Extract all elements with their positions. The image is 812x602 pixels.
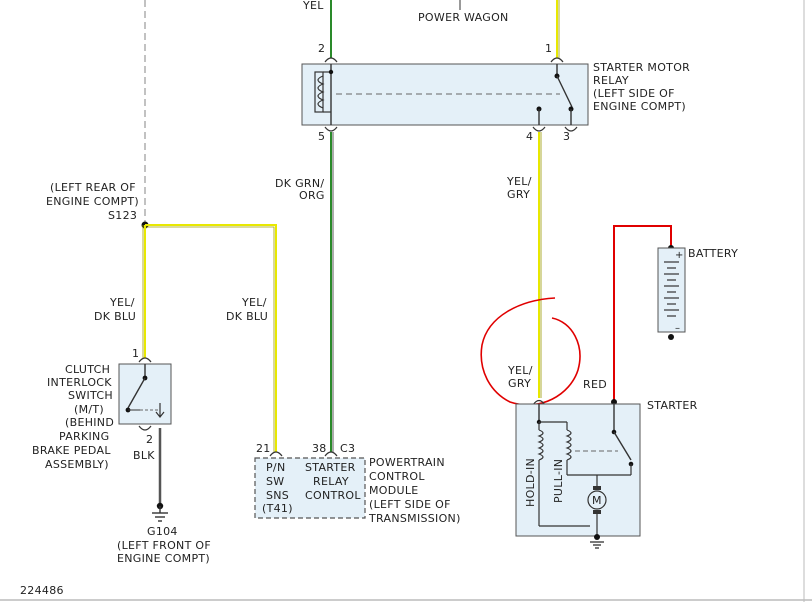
clutch-label-8: ASSEMBLY) — [45, 458, 109, 471]
starter-motor-icon — [587, 475, 607, 536]
relay-pin-1: 1 — [545, 42, 552, 55]
splice-location-1: (LEFT REAR OF — [50, 181, 136, 194]
relay-pin-3: 3 — [563, 130, 570, 143]
wire-yel-dk-blu-to-pcm-edge — [145, 226, 275, 452]
pcm-label-2: CONTROL — [369, 470, 425, 483]
clutch-connector-2 — [138, 425, 152, 431]
wire-blk-label: BLK — [133, 449, 155, 462]
pcm-right-2: RELAY — [313, 475, 349, 488]
figure-id: 224486 — [20, 584, 64, 597]
pcm-right-3: CONTROL — [305, 489, 361, 502]
clutch-label-3: SWITCH — [68, 389, 113, 402]
yel-gry-upper-1: YEL/ — [506, 175, 532, 188]
relay-label-3: (LEFT SIDE OF — [593, 87, 675, 100]
relay-label-1: STARTER MOTOR — [593, 61, 690, 74]
pcm-left-4: (T41) — [262, 502, 293, 515]
pcm-left-2: SW — [266, 475, 284, 488]
clutch-label-1: CLUTCH — [65, 363, 110, 376]
pcm-label-5: TRANSMISSION) — [368, 512, 461, 525]
battery-negative-terminal — [668, 334, 674, 340]
battery-cells-icon — [664, 261, 679, 317]
relay-pin-4: 4 — [526, 130, 533, 143]
wire-red-label: RED — [583, 378, 607, 391]
starter-motor-relay-box — [301, 63, 589, 126]
pcm-connector-38 — [324, 451, 338, 457]
yel-dk-blu-mid-1: YEL/ — [241, 296, 267, 309]
ground-id: G104 — [147, 525, 178, 538]
clutch-label-7: BRAKE PEDAL — [32, 444, 111, 457]
relay-connector-5 — [324, 126, 338, 132]
starter-solenoid-icon — [536, 404, 618, 527]
yel-gry-upper-2: GRY — [507, 188, 530, 201]
pcm-connector-21 — [269, 451, 283, 457]
relay-pin-2: 2 — [318, 42, 325, 55]
dk-grn-org-label-1: DK GRN/ — [275, 177, 324, 190]
clutch-label-2: INTERLOCK — [47, 376, 112, 389]
clutch-label-4: (M/T) — [74, 403, 104, 416]
power-wagon-label: POWER WAGON — [418, 11, 509, 24]
yel-dk-blu-left-1: YEL/ — [109, 296, 135, 309]
clutch-connector-1 — [138, 357, 152, 363]
relay-pin-5: 5 — [318, 130, 325, 143]
relay-connector-3 — [564, 126, 578, 132]
pcm-label-3: MODULE — [369, 484, 419, 497]
clutch-label-6: PARKING — [59, 430, 109, 443]
yel-dk-blu-mid-2: DK BLU — [226, 310, 268, 323]
dk-grn-org-label-2: ORG — [299, 189, 325, 202]
relay-connector-4 — [532, 126, 546, 132]
battery-minus: – — [675, 323, 680, 334]
relay-label-2: RELAY — [593, 74, 629, 87]
ground-location-1: (LEFT FRONT OF — [117, 539, 211, 552]
starter-hold-in: HOLD-IN — [524, 458, 537, 507]
battery-label: BATTERY — [688, 247, 738, 260]
red-annotation-circle — [480, 297, 581, 406]
starter-switch-icon — [597, 404, 634, 476]
battery-plus: + — [675, 250, 684, 261]
pcm-left-3: SNS — [266, 489, 289, 502]
pcm-pin-38: 38 — [312, 442, 327, 455]
ground-g104-icon — [152, 502, 168, 522]
relay-label-4: ENGINE COMPT) — [593, 100, 686, 113]
wire-red-battery — [613, 225, 672, 400]
clutch-pin-2: 2 — [146, 433, 153, 446]
splice-id: S123 — [108, 209, 137, 222]
starter-pull-in: PULL-IN — [552, 459, 565, 503]
powertrain-control-module-box — [254, 457, 366, 519]
relay-connector-2 — [324, 57, 338, 63]
pcm-connector-c3: C3 — [340, 442, 355, 455]
pcm-label-4: (LEFT SIDE OF — [369, 498, 451, 511]
yel-gry-lower-2: GRY — [508, 377, 531, 390]
yel-gry-lower-1: YEL/ — [507, 364, 533, 377]
starter-box — [515, 403, 641, 537]
clutch-label-5: (BEHIND — [65, 416, 114, 429]
pcm-label-1: POWERTRAIN — [369, 456, 445, 469]
starter-label: STARTER — [647, 399, 698, 412]
splice-location-2: ENGINE COMPT) — [46, 195, 139, 208]
top-wire-label-yel: YEL — [302, 0, 324, 12]
ground-location-2: ENGINE COMPT) — [117, 552, 210, 565]
pcm-right-1: STARTER — [305, 461, 356, 474]
clutch-pin-1: 1 — [132, 347, 139, 360]
pcm-pin-21: 21 — [256, 442, 271, 455]
relay-connector-1 — [550, 57, 564, 63]
pcm-left-1: P/N — [266, 461, 285, 474]
wire-yel-dk-blu-to-pcm — [145, 224, 277, 452]
yel-dk-blu-left-2: DK BLU — [94, 310, 136, 323]
starter-ground-icon — [590, 534, 604, 549]
relay-switch-icon — [536, 64, 574, 125]
starter-motor-m: M — [592, 494, 602, 507]
clutch-switch-icon — [125, 364, 165, 418]
relay-coil-icon — [314, 64, 334, 125]
